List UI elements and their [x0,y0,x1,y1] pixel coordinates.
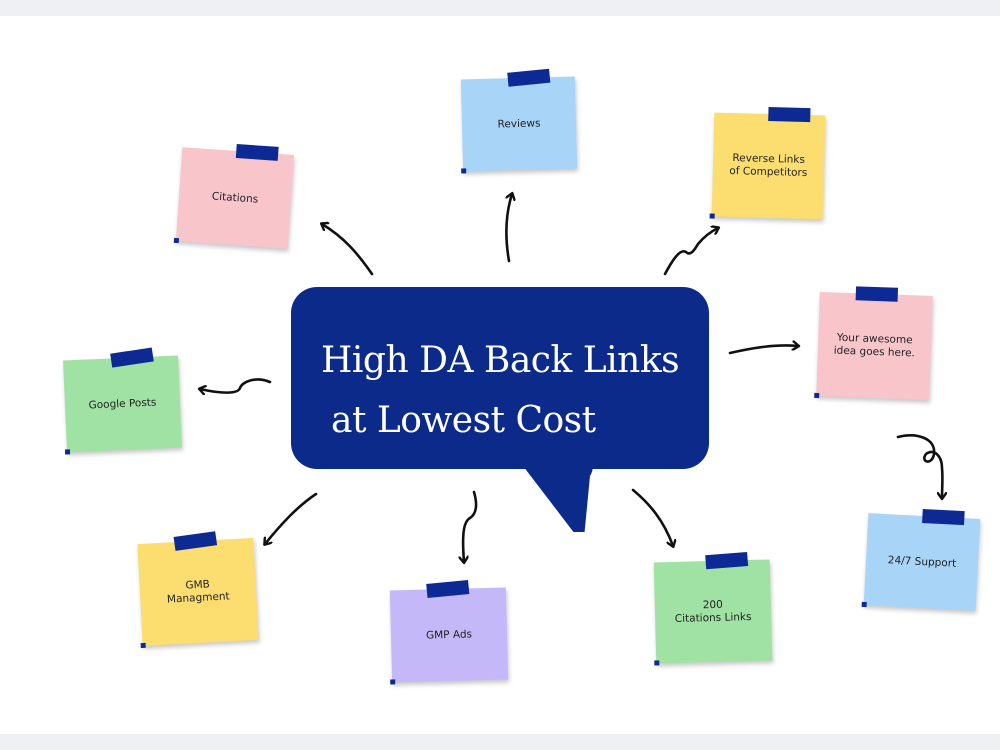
note-corner [390,679,396,685]
note-idea-label: Your awesome idea goes here. [833,331,916,360]
note-200-citations-label: 200 Citations Links [674,598,752,625]
note-support-label: 24/7 Support [887,553,957,570]
note-gmp-ads-label: GMP Ads [425,627,473,642]
note-corner [461,168,467,174]
note-support: 24/7 Support [861,508,981,611]
tape-strip [855,286,898,302]
arrow-to-reviews [505,194,512,263]
note-idea: Your awesome idea goes here. [814,286,933,400]
note-gmb-label: GMB Managment [166,578,230,606]
note-corner [140,642,146,649]
note-gmp-ads: GMP Ads [389,580,509,685]
arrow-to-citations [322,224,374,276]
note-corner [173,237,180,244]
speech-bubble-tail [520,462,593,532]
tape-strip [235,143,279,161]
note-corner [654,660,660,666]
note-gmb: GMB Managment [137,531,259,649]
note-google-posts: Google Posts [63,347,182,455]
connector-arrows [0,16,1000,734]
center-title-line1: High DA Back Links [321,340,680,381]
center-speech-bubble: High DA Back Links at Lowest Cost [291,287,709,469]
note-reverse-links-label: Reverse Links of Competitors [729,152,808,180]
note-citations: Citations [173,143,295,249]
note-reviews-label: Reviews [497,116,541,131]
arrow-to-reverse-links [663,228,718,276]
note-corner [709,213,715,219]
note-google-posts-label: Google Posts [88,396,157,411]
note-200-citations: 200 Citations Links [653,551,773,666]
note-corner [814,392,820,399]
arrow-to-gmb [265,492,318,544]
note-corner [64,449,71,455]
tape-strip [767,106,811,123]
tape-strip [426,580,470,598]
note-reviews: Reviews [460,68,578,174]
note-corner [861,601,867,608]
note-reverse-links: Reverse Links of Competitors [709,106,826,220]
center-title-line2: at Lowest Cost [331,400,596,441]
tape-strip [922,508,965,526]
arrow-to-200-citations [631,488,673,546]
arrow-to-google-posts [200,378,272,393]
note-citations-label: Citations [211,189,259,206]
center-title: High DA Back Links at Lowest Cost [321,331,701,451]
tape-strip [507,68,551,87]
tape-strip [705,551,749,570]
diagram-canvas: High DA Back Links at Lowest Cost Review… [0,16,1000,734]
arrow-to-idea [728,345,798,355]
arrow-to-gmp-ads [463,490,478,562]
arrow-to-support [896,434,942,498]
